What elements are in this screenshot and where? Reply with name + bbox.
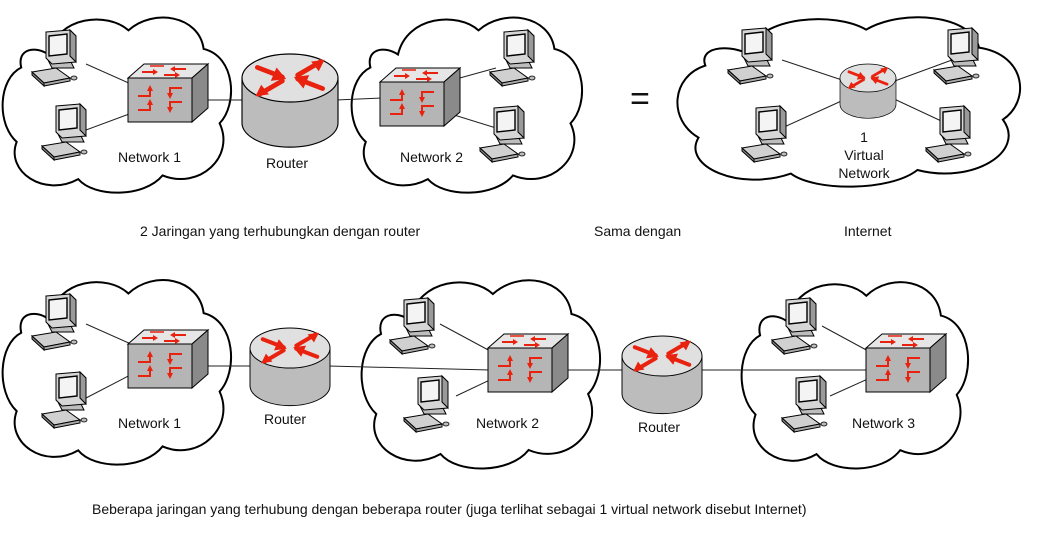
router-bottom-2: [620, 334, 704, 416]
switch-network-1-top: [127, 63, 209, 123]
equals-sign: =: [630, 80, 650, 118]
switch-network-3-bottom: [865, 333, 947, 393]
label-virtual-2: Virtual: [844, 147, 883, 163]
router-top: [242, 54, 338, 147]
caption-internet: Internet: [844, 223, 892, 239]
caption-multiple-networks: Beberapa jaringan yang terhubung dengan …: [92, 501, 806, 517]
router-virtual: [838, 62, 898, 120]
label-router-top: Router: [266, 155, 308, 171]
label-router-bottom-2: Router: [638, 419, 680, 435]
switch-network-2-top: [379, 67, 461, 127]
caption-sama-dengan: Sama dengan: [594, 223, 681, 239]
caption-two-networks: 2 Jaringan yang terhubungkan dengan rout…: [140, 223, 421, 239]
label-network-3-bottom: Network 3: [852, 415, 915, 431]
switch-network-2-bottom: [487, 333, 569, 393]
label-network-1-top: Network 1: [118, 149, 181, 165]
label-router-bottom-1: Router: [264, 411, 306, 427]
label-network-1-bottom: Network 1: [118, 415, 181, 431]
switch-network-1-bottom: [127, 329, 209, 389]
label-network-2-top: Network 2: [400, 149, 463, 165]
label-virtual-1: 1: [860, 129, 868, 145]
label-network-2-bottom: Network 2: [476, 415, 539, 431]
bottom-links: [85, 323, 871, 399]
router-bottom-1: [248, 326, 332, 408]
label-virtual-3: Network: [838, 165, 890, 181]
